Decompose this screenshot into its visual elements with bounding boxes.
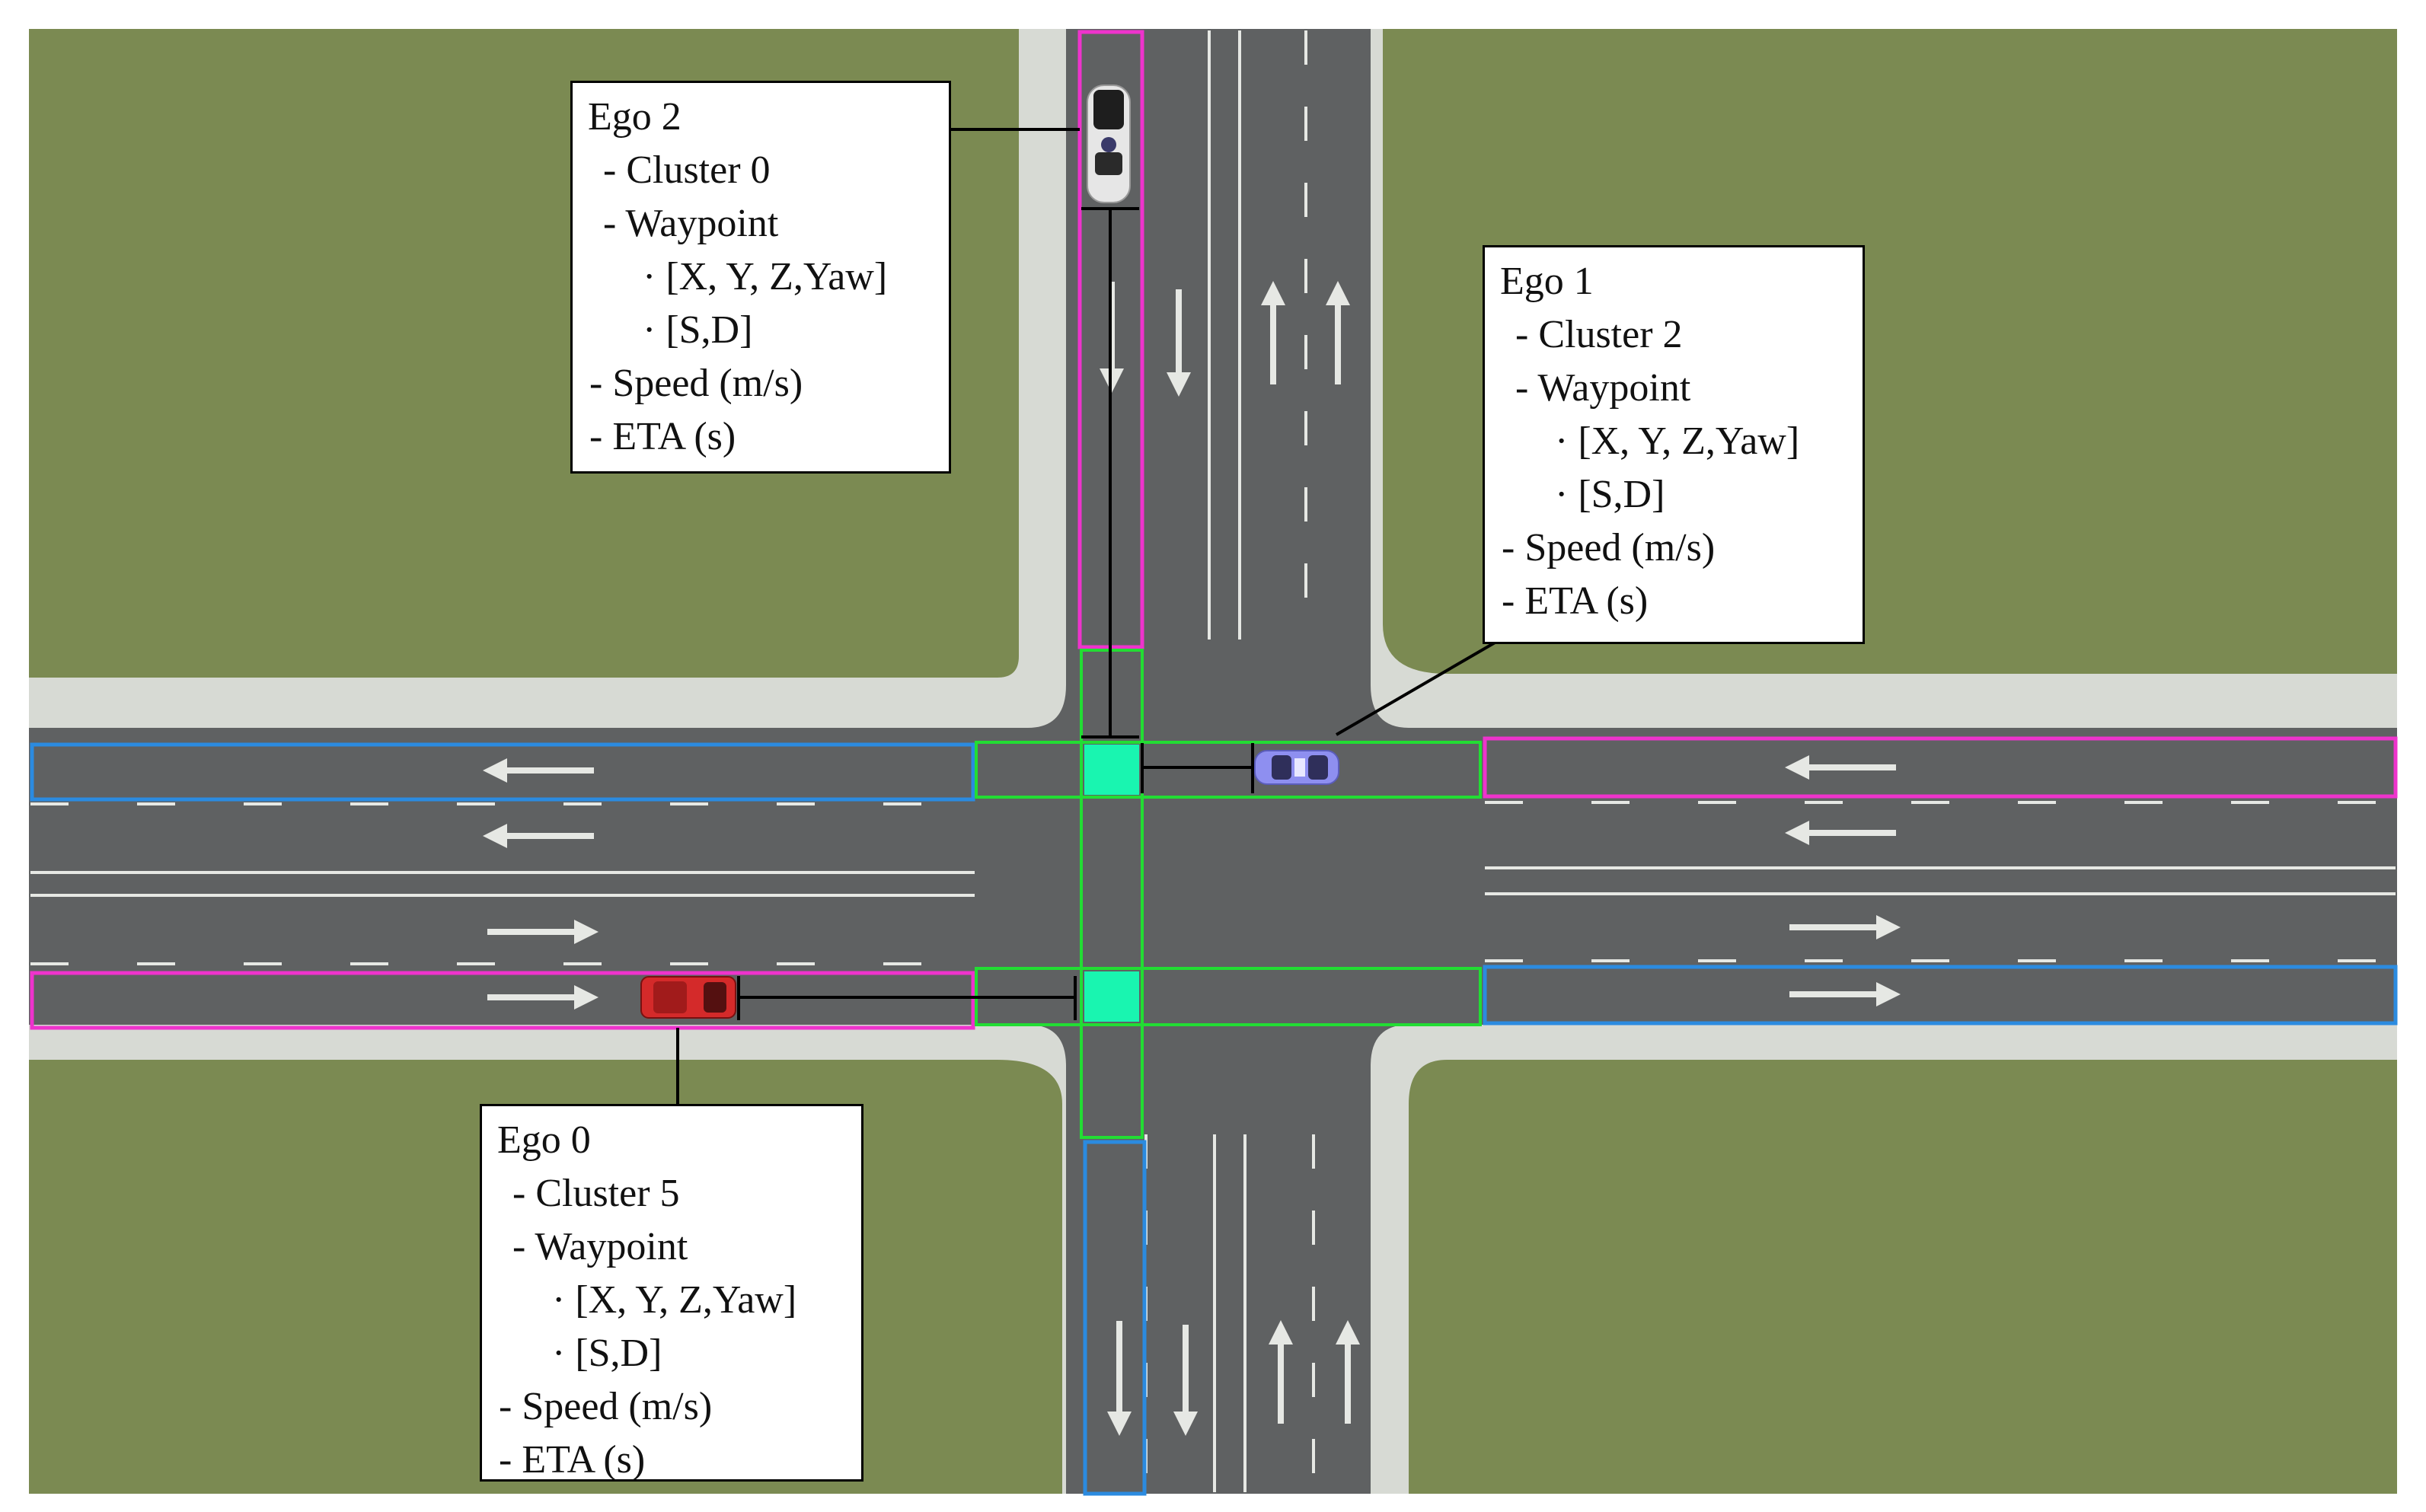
ego-0-speed: - Speed (m/s) xyxy=(499,1385,713,1428)
ego-1-waypoint: - Waypoint xyxy=(1515,366,1691,410)
ego-0-label-box: Ego 0 - Cluster 5 - Waypoint · [X, Y, Z,… xyxy=(480,1104,863,1482)
ego-0-sd: · [S,D] xyxy=(552,1332,662,1375)
ego-0-title: Ego 0 xyxy=(497,1118,591,1162)
ego-2-title: Ego 2 xyxy=(588,95,682,139)
purple-car-icon xyxy=(1254,750,1339,785)
ego-2-cluster: - Cluster 0 xyxy=(603,148,771,192)
lane-markings xyxy=(30,30,2396,1492)
white-car-icon xyxy=(1087,85,1131,203)
ego-1-sd: · [S,D] xyxy=(1555,473,1665,516)
ego-0-xyz-yaw: · [X, Y, Z,Yaw] xyxy=(552,1278,797,1322)
ego-0-eta: - ETA (s) xyxy=(499,1438,646,1482)
ego-2-waypoint: - Waypoint xyxy=(603,202,779,245)
ego-1-xyz-yaw: · [X, Y, Z,Yaw] xyxy=(1555,419,1800,463)
leader-lines xyxy=(676,128,1498,1104)
ego-2-eta: - ETA (s) xyxy=(589,415,736,458)
ego-2-speed: - Speed (m/s) xyxy=(589,362,803,405)
ego-0-waypoint: - Waypoint xyxy=(512,1225,688,1268)
ego-1-title: Ego 1 xyxy=(1500,260,1594,303)
ego-1-eta: - ETA (s) xyxy=(1502,579,1649,623)
ego-0-cluster: - Cluster 5 xyxy=(512,1172,680,1215)
conflict-point-north xyxy=(1084,745,1139,795)
ego-1-cluster: - Cluster 2 xyxy=(1515,313,1683,356)
conflict-point-south xyxy=(1084,971,1139,1022)
outgoing-lane-boxes xyxy=(30,742,2398,1496)
lane-direction-arrow-icons xyxy=(483,281,1901,1436)
ego-1-speed: - Speed (m/s) xyxy=(1502,526,1716,569)
ego-1-label-box: Ego 1 - Cluster 2 - Waypoint · [X, Y, Z,… xyxy=(1483,245,1865,644)
red-car-icon xyxy=(640,976,736,1019)
ego-2-xyz-yaw: · [X, Y, Z,Yaw] xyxy=(643,255,888,298)
ego-2-sd: · [S,D] xyxy=(643,308,753,352)
ego-2-label-box: Ego 2 - Cluster 0 - Waypoint · [X, Y, Z,… xyxy=(570,81,951,474)
